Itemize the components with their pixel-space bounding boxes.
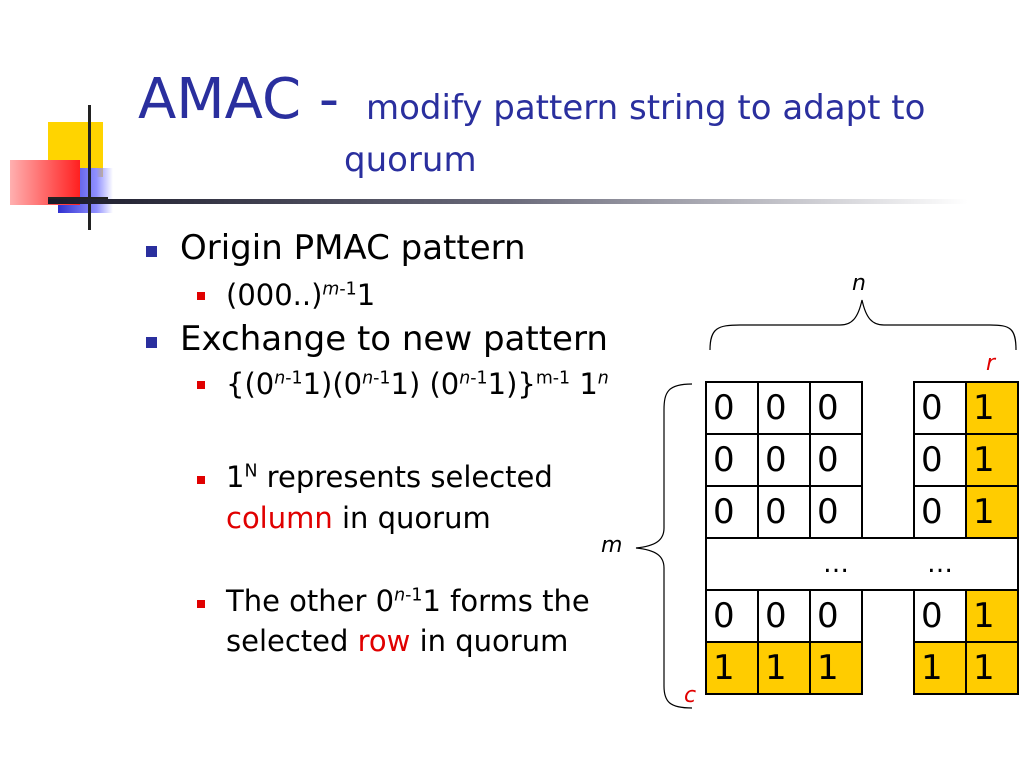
grid-cell: 0 (913, 589, 967, 643)
grid-gap (861, 434, 915, 486)
grid-cell: 0 (809, 589, 863, 643)
label-r: r (986, 351, 996, 376)
top-brace (709, 299, 1017, 351)
grid-gap (861, 590, 915, 642)
grid-cell (705, 537, 758, 591)
sub-bullet-selected-column-line2: column in quorum (226, 501, 491, 535)
grid-cell-selected: 1 (965, 589, 1019, 643)
title-divider (48, 199, 968, 204)
grid-cell: 0 (705, 485, 759, 539)
grid-ellipsis: … (810, 537, 862, 591)
sub-bullet-marker (197, 292, 205, 300)
sub-bullet-marker (197, 381, 205, 389)
grid-ellipsis-row: … … (705, 537, 1019, 591)
grid-cell: 0 (757, 589, 811, 643)
grid-row: 0 0 0 0 1 (705, 433, 1019, 487)
grid-cell-selected: 1 (965, 641, 1019, 695)
sub-bullet-new-pattern: {(0n-11)(0n-11) (0n-11)}m-1 1n (226, 367, 609, 401)
grid-row: 0 0 0 0 1 (705, 381, 1019, 435)
grid-gap (861, 486, 915, 538)
bullet-exchange-pattern: Exchange to new pattern (180, 319, 608, 359)
sub-bullet-marker (197, 476, 205, 484)
bullet-marker (146, 337, 157, 348)
label-m: m (601, 533, 623, 558)
grid-row-selected: 1 1 1 1 1 (705, 641, 1019, 695)
title-subtitle-line2: quorum (344, 140, 477, 180)
grid-cell (862, 537, 914, 591)
grid-cell-selected: 1 (965, 433, 1019, 487)
sub-bullet-origin-pattern: (000..)m-11 (226, 278, 376, 312)
grid-cell: 0 (809, 485, 863, 539)
title-subtitle-line1: modify pattern string to adapt to (366, 88, 926, 128)
grid-cell-selected: 1 (965, 485, 1019, 539)
sub-bullet-selected-row: The other 0n-11 forms the (226, 584, 590, 618)
sub-bullet-marker (197, 600, 205, 608)
grid-cell-selected: 1 (757, 641, 811, 695)
grid-gap (861, 642, 915, 694)
grid-cell: 0 (757, 381, 811, 435)
grid-cell-selected: 1 (965, 381, 1019, 435)
grid-cell-selected: 1 (705, 641, 759, 695)
grid-cell (758, 537, 810, 591)
grid-cell (966, 537, 1019, 591)
grid-cell: 0 (705, 589, 759, 643)
grid-cell-selected: 1 (913, 641, 967, 695)
grid-row: 0 0 0 0 1 (705, 485, 1019, 539)
bullet-marker (146, 246, 157, 257)
label-c: c (684, 683, 697, 708)
grid-cell: 0 (809, 433, 863, 487)
grid-cell: 0 (913, 381, 967, 435)
bullet-origin-pmac: Origin PMAC pattern (180, 228, 526, 268)
grid-cell: 0 (705, 433, 759, 487)
left-brace (635, 383, 693, 709)
sub-bullet-selected-column: 1N represents selected (226, 460, 553, 494)
grid-cell: 0 (913, 433, 967, 487)
grid-cell: 0 (809, 381, 863, 435)
grid-cell: 0 (757, 485, 811, 539)
grid-cell-selected: 1 (809, 641, 863, 695)
page-title: AMAC - (138, 67, 340, 132)
sub-bullet-selected-row-line2: selected row in quorum (226, 624, 569, 658)
grid-cell: 0 (913, 485, 967, 539)
grid-row: 0 0 0 0 1 (705, 589, 1019, 643)
grid-cell: 0 (757, 433, 811, 487)
quorum-grid: 0 0 0 0 1 0 0 0 0 1 0 0 0 0 1 … … 0 0 0 … (705, 381, 1019, 695)
label-n: n (852, 271, 866, 296)
grid-ellipsis: … (914, 537, 966, 591)
decorative-logo (0, 100, 160, 230)
grid-gap (861, 382, 915, 434)
grid-cell: 0 (705, 381, 759, 435)
